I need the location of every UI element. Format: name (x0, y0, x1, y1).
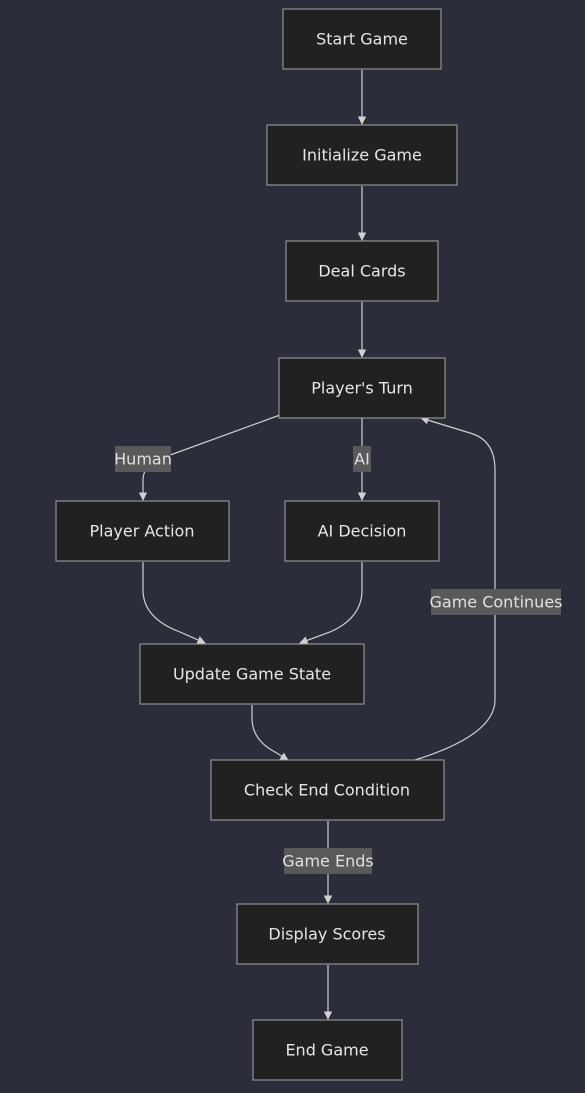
edge-label-game-continues: Game Continues (430, 589, 563, 615)
svg-text:Human: Human (114, 450, 172, 469)
edge-check-to-turn (414, 416, 496, 761)
node-ai-decision: AI Decision (284, 500, 440, 562)
node-end-game: End Game (252, 1019, 403, 1081)
svg-text:Game Continues: Game Continues (430, 593, 563, 612)
svg-text:Start Game: Start Game (316, 30, 408, 49)
svg-text:AI: AI (354, 450, 370, 469)
svg-text:End Game: End Game (285, 1041, 368, 1060)
node-start-game: Start Game (282, 8, 442, 70)
edge-label-human: Human (114, 446, 172, 472)
edge-update-to-check (251, 705, 289, 761)
svg-text:Deal Cards: Deal Cards (318, 262, 405, 281)
edge-label-ai: AI (353, 446, 371, 472)
svg-text:Game Ends: Game Ends (282, 852, 373, 871)
svg-text:Initialize Game: Initialize Game (302, 146, 422, 165)
node-update-game-state: Update Game State (139, 643, 365, 705)
node-player-action: Player Action (55, 500, 230, 562)
node-display-scores: Display Scores (236, 903, 419, 965)
svg-text:Player's Turn: Player's Turn (311, 379, 413, 398)
edge-action-to-update (142, 562, 206, 644)
node-deal-cards: Deal Cards (285, 240, 439, 302)
svg-text:Update Game State: Update Game State (173, 665, 331, 684)
svg-text:Check End Condition: Check End Condition (244, 781, 410, 800)
node-check-end-condition: Check End Condition (210, 759, 445, 821)
svg-text:AI Decision: AI Decision (318, 522, 407, 541)
svg-text:Display Scores: Display Scores (268, 925, 385, 944)
node-initialize-game: Initialize Game (266, 124, 458, 186)
edge-ai-to-update (299, 562, 363, 645)
edge-label-game-ends: Game Ends (282, 848, 374, 874)
node-players-turn: Player's Turn (278, 357, 446, 419)
svg-text:Player Action: Player Action (90, 522, 195, 541)
